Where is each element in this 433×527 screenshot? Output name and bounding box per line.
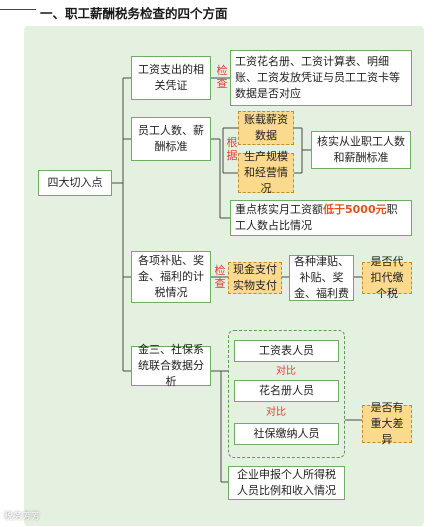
check-label-3: 检查 — [214, 264, 226, 290]
basis-label: 根据 — [226, 136, 238, 162]
check-suffix: 职工人数占比情况 — [235, 203, 398, 232]
compare-label-1: 对比 — [276, 366, 296, 377]
verify-staff-count: 核实从业职工人数和薪酬标准 — [311, 131, 411, 169]
social-security-staff: 社保缴纳人员 — [234, 423, 339, 445]
page-title: 一、职工薪酬税务检查的四个方面 — [40, 6, 228, 21]
withholding-tax-check: 是否代扣代缴个税 — [362, 255, 412, 300]
subsidy-bonus-welfare: 各种津贴、补贴、奖金、福利费 — [289, 255, 354, 301]
cash-in-kind-payment: 现金支付实物支付 — [228, 262, 282, 294]
root-node: 四大切入点 — [38, 170, 112, 196]
basis-production-scale: 生产规模和经营情况 — [238, 150, 294, 195]
branch-allowance-tax: 各项补贴、奖金、福利的计税情况 — [131, 251, 211, 303]
low-salary-ratio-check: 重点核实月工资额低于5000元职工人数占比情况 — [230, 200, 412, 236]
branch-staff-salary: 员工人数、薪酬标准 — [131, 117, 211, 161]
check-prefix: 重点核实月工资额 — [235, 203, 323, 216]
roster-staff: 花名册人员 — [234, 380, 339, 402]
title-rule — [0, 9, 36, 10]
watermark: 税务芳芳 — [4, 512, 41, 522]
diagram-background — [24, 26, 424, 526]
comparison-group — [228, 330, 345, 458]
significant-difference-check: 是否有重大差异 — [362, 401, 412, 446]
voucher-check-detail: 工资花名册、工资计算表、明细账、工资发放凭证与员工工资卡等数据是否对应 — [230, 50, 412, 106]
payroll-staff: 工资表人员 — [234, 340, 339, 362]
threshold-highlight: 低于5000元 — [323, 203, 387, 216]
branch-joint-data-analysis: 金三、社保系统联合数据分析 — [131, 343, 211, 388]
basis-book-salary-data: 账载薪资数据 — [238, 111, 294, 145]
check-label-1: 检查 — [216, 64, 228, 90]
compare-label-2: 对比 — [266, 407, 286, 418]
income-tax-declaration-ratio: 企业申报个人所得税人员比例和收入情况 — [228, 466, 345, 500]
branch-wage-vouchers: 工资支出的相关凭证 — [131, 56, 211, 100]
